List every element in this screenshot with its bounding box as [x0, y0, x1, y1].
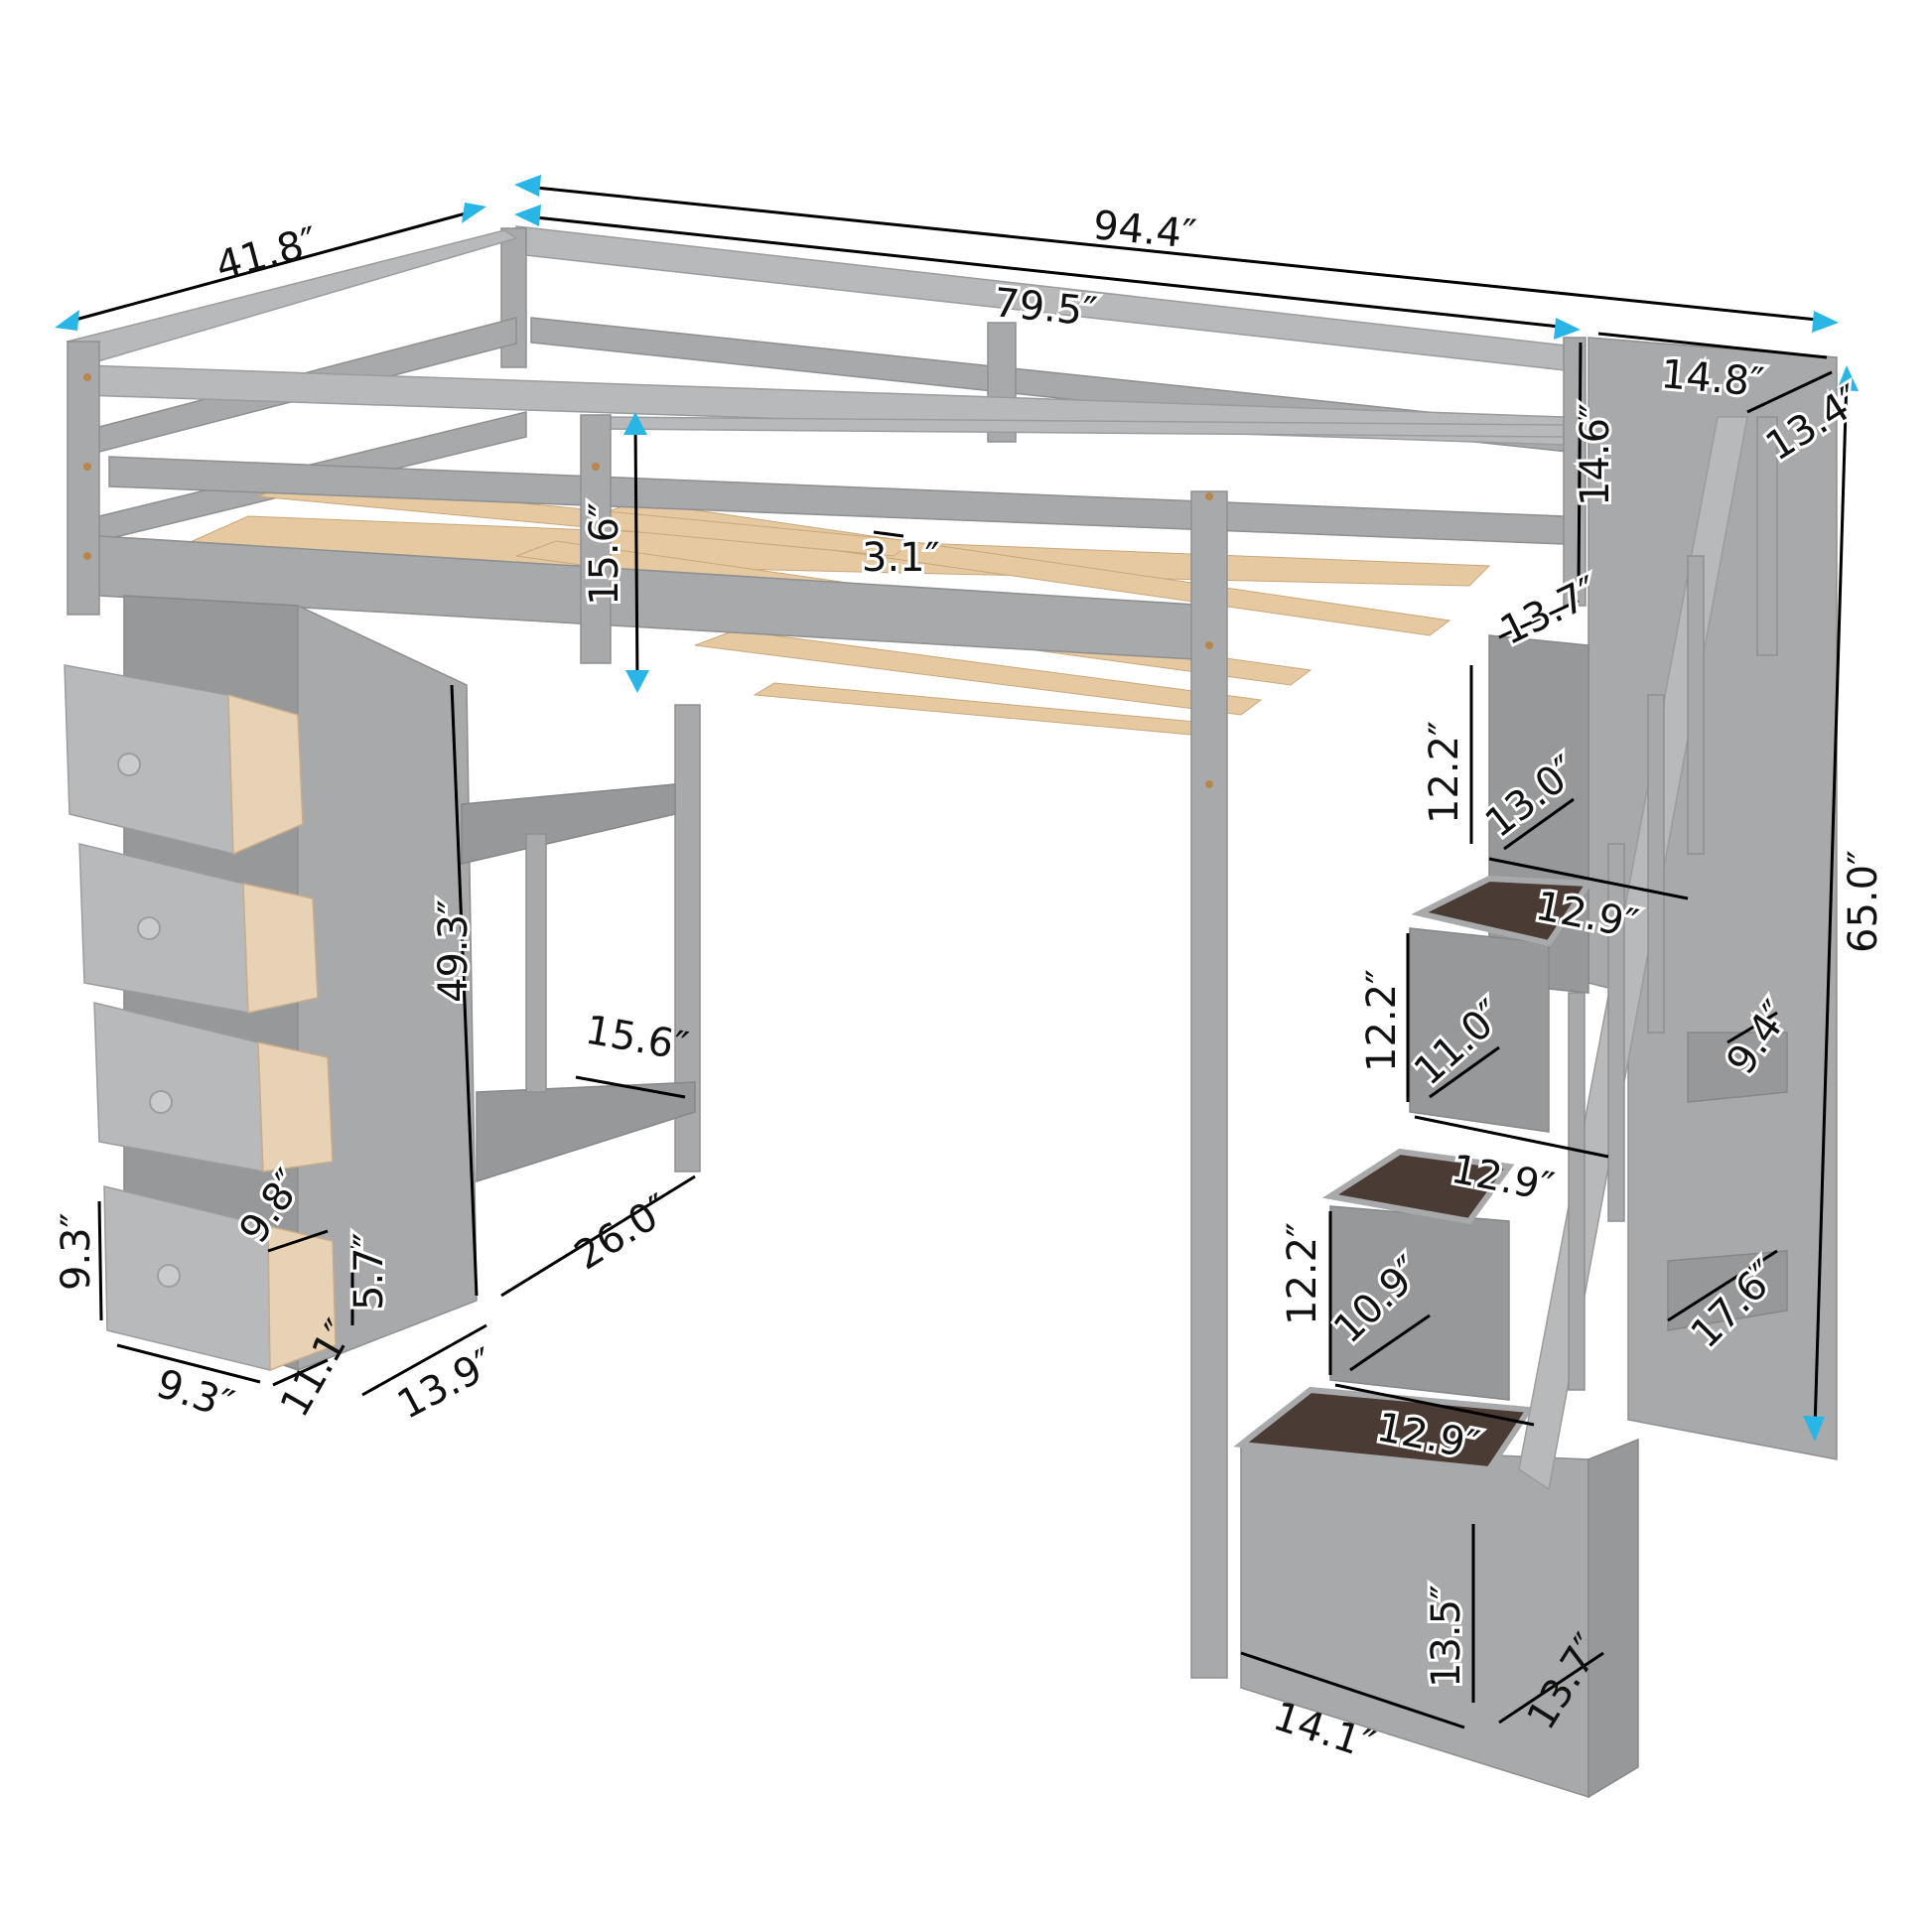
- dresser: [64, 595, 478, 1372]
- drawer-1[interactable]: [64, 664, 304, 856]
- stair-box-2: [1409, 927, 1550, 1133]
- arrow-icon: [1554, 318, 1581, 340]
- drawer-knob-1: [117, 753, 141, 776]
- rail-baluster-5: [1568, 992, 1586, 1391]
- arrow-icon: [623, 412, 647, 435]
- label-slat-gap: 3.1″: [862, 535, 940, 581]
- drawer-knob-4: [157, 1264, 181, 1288]
- label-stair-top-width: 14.8″: [1659, 351, 1766, 406]
- arrow-icon: [625, 670, 649, 693]
- label-overall-height: 65.0″: [1841, 850, 1886, 953]
- arrow-icon: [514, 205, 541, 226]
- front-right-post: [1190, 490, 1228, 1679]
- arrow-icon: [55, 310, 79, 331]
- label-stair-rail-height: 14.6″: [1573, 403, 1618, 506]
- drawer-2[interactable]: [78, 843, 319, 1014]
- arrow-icon: [462, 203, 486, 223]
- staircase: [1233, 337, 1838, 1799]
- dimension-lines: [55, 175, 1859, 1729]
- bed-frame: [66, 225, 1587, 1679]
- desk-inner-leg: [525, 833, 547, 1093]
- label-step1-rise: 12.2″: [1422, 721, 1467, 824]
- step-1-top: [1411, 875, 1594, 947]
- label-desk-clearance: 49.3″: [431, 899, 477, 1003]
- side-shelf-upper: [1687, 1032, 1788, 1103]
- label-drawer-width: 9.3″: [151, 1361, 239, 1429]
- drawer-4[interactable]: [103, 1185, 337, 1372]
- storage-cube-side: [1587, 1438, 1639, 1799]
- arrow-icon: [514, 175, 541, 197]
- label-drawer-inner-height: 5.7″: [346, 1232, 392, 1311]
- label-step2-rise: 12.2″: [1359, 969, 1405, 1072]
- desk-lower-shelf: [476, 1081, 696, 1183]
- rail-baluster-3: [1647, 694, 1665, 1034]
- label-overall-length: 94.4″: [1091, 203, 1198, 258]
- desk-shelves: [461, 783, 696, 1183]
- label-guardrail-height: 15.6″: [582, 502, 627, 606]
- label-storage-box-height: 13.5″: [1424, 1585, 1469, 1688]
- label-desk-width: 26.0″: [567, 1185, 679, 1279]
- side-shelf-lower: [1667, 1250, 1788, 1331]
- desk-upper-shelf: [461, 783, 676, 865]
- rail-baluster-1: [1756, 416, 1778, 656]
- guardrail-post: [580, 414, 612, 664]
- label-dresser-width: 13.9″: [390, 1339, 502, 1428]
- label-mattress-length: 79.5″: [992, 280, 1099, 336]
- label-drawer-height: 9.3″: [54, 1212, 99, 1291]
- step-2-top: [1321, 1148, 1515, 1225]
- arrow-icon: [1812, 311, 1839, 333]
- arrow-icon: [1803, 1416, 1825, 1442]
- label-overall-width: 41.8″: [211, 218, 323, 289]
- label-step3-rise: 12.2″: [1280, 1222, 1325, 1325]
- drawer-knob-3: [149, 1090, 173, 1114]
- arrow-icon: [1837, 365, 1859, 391]
- drawer-knob-2: [137, 916, 161, 940]
- front-left-post: [67, 341, 100, 616]
- rail-baluster-2: [1687, 555, 1705, 855]
- drawer-3[interactable]: [93, 1002, 334, 1173]
- rail-baluster-4: [1607, 843, 1625, 1222]
